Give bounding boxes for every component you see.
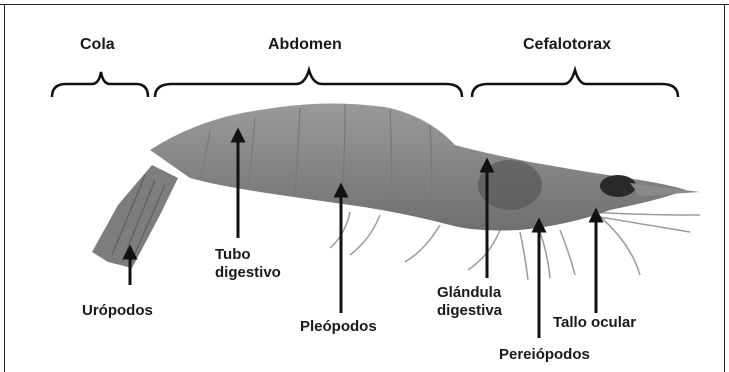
cefalotorax-bracket (472, 70, 678, 97)
label-pleopodos: Pleópodos (300, 318, 377, 336)
label-glandula-digestiva: Glándula digestiva (437, 284, 502, 320)
section-label-abdomen: Abdomen (268, 36, 342, 54)
label-pereiopodos: Pereiópodos (499, 346, 590, 364)
label-tubo-digestivo: Tubo digestivo (215, 246, 281, 282)
label-tallo-ocular: Tallo ocular (553, 314, 636, 332)
cola-bracket (52, 72, 148, 97)
shrimp-body (150, 103, 686, 230)
section-label-cefalotorax: Cefalotorax (523, 36, 611, 54)
shrimp-illustration (92, 103, 700, 280)
abdomen-bracket (155, 70, 462, 97)
label-uropodos: Urópodos (82, 302, 153, 320)
section-label-cola: Cola (80, 36, 115, 54)
